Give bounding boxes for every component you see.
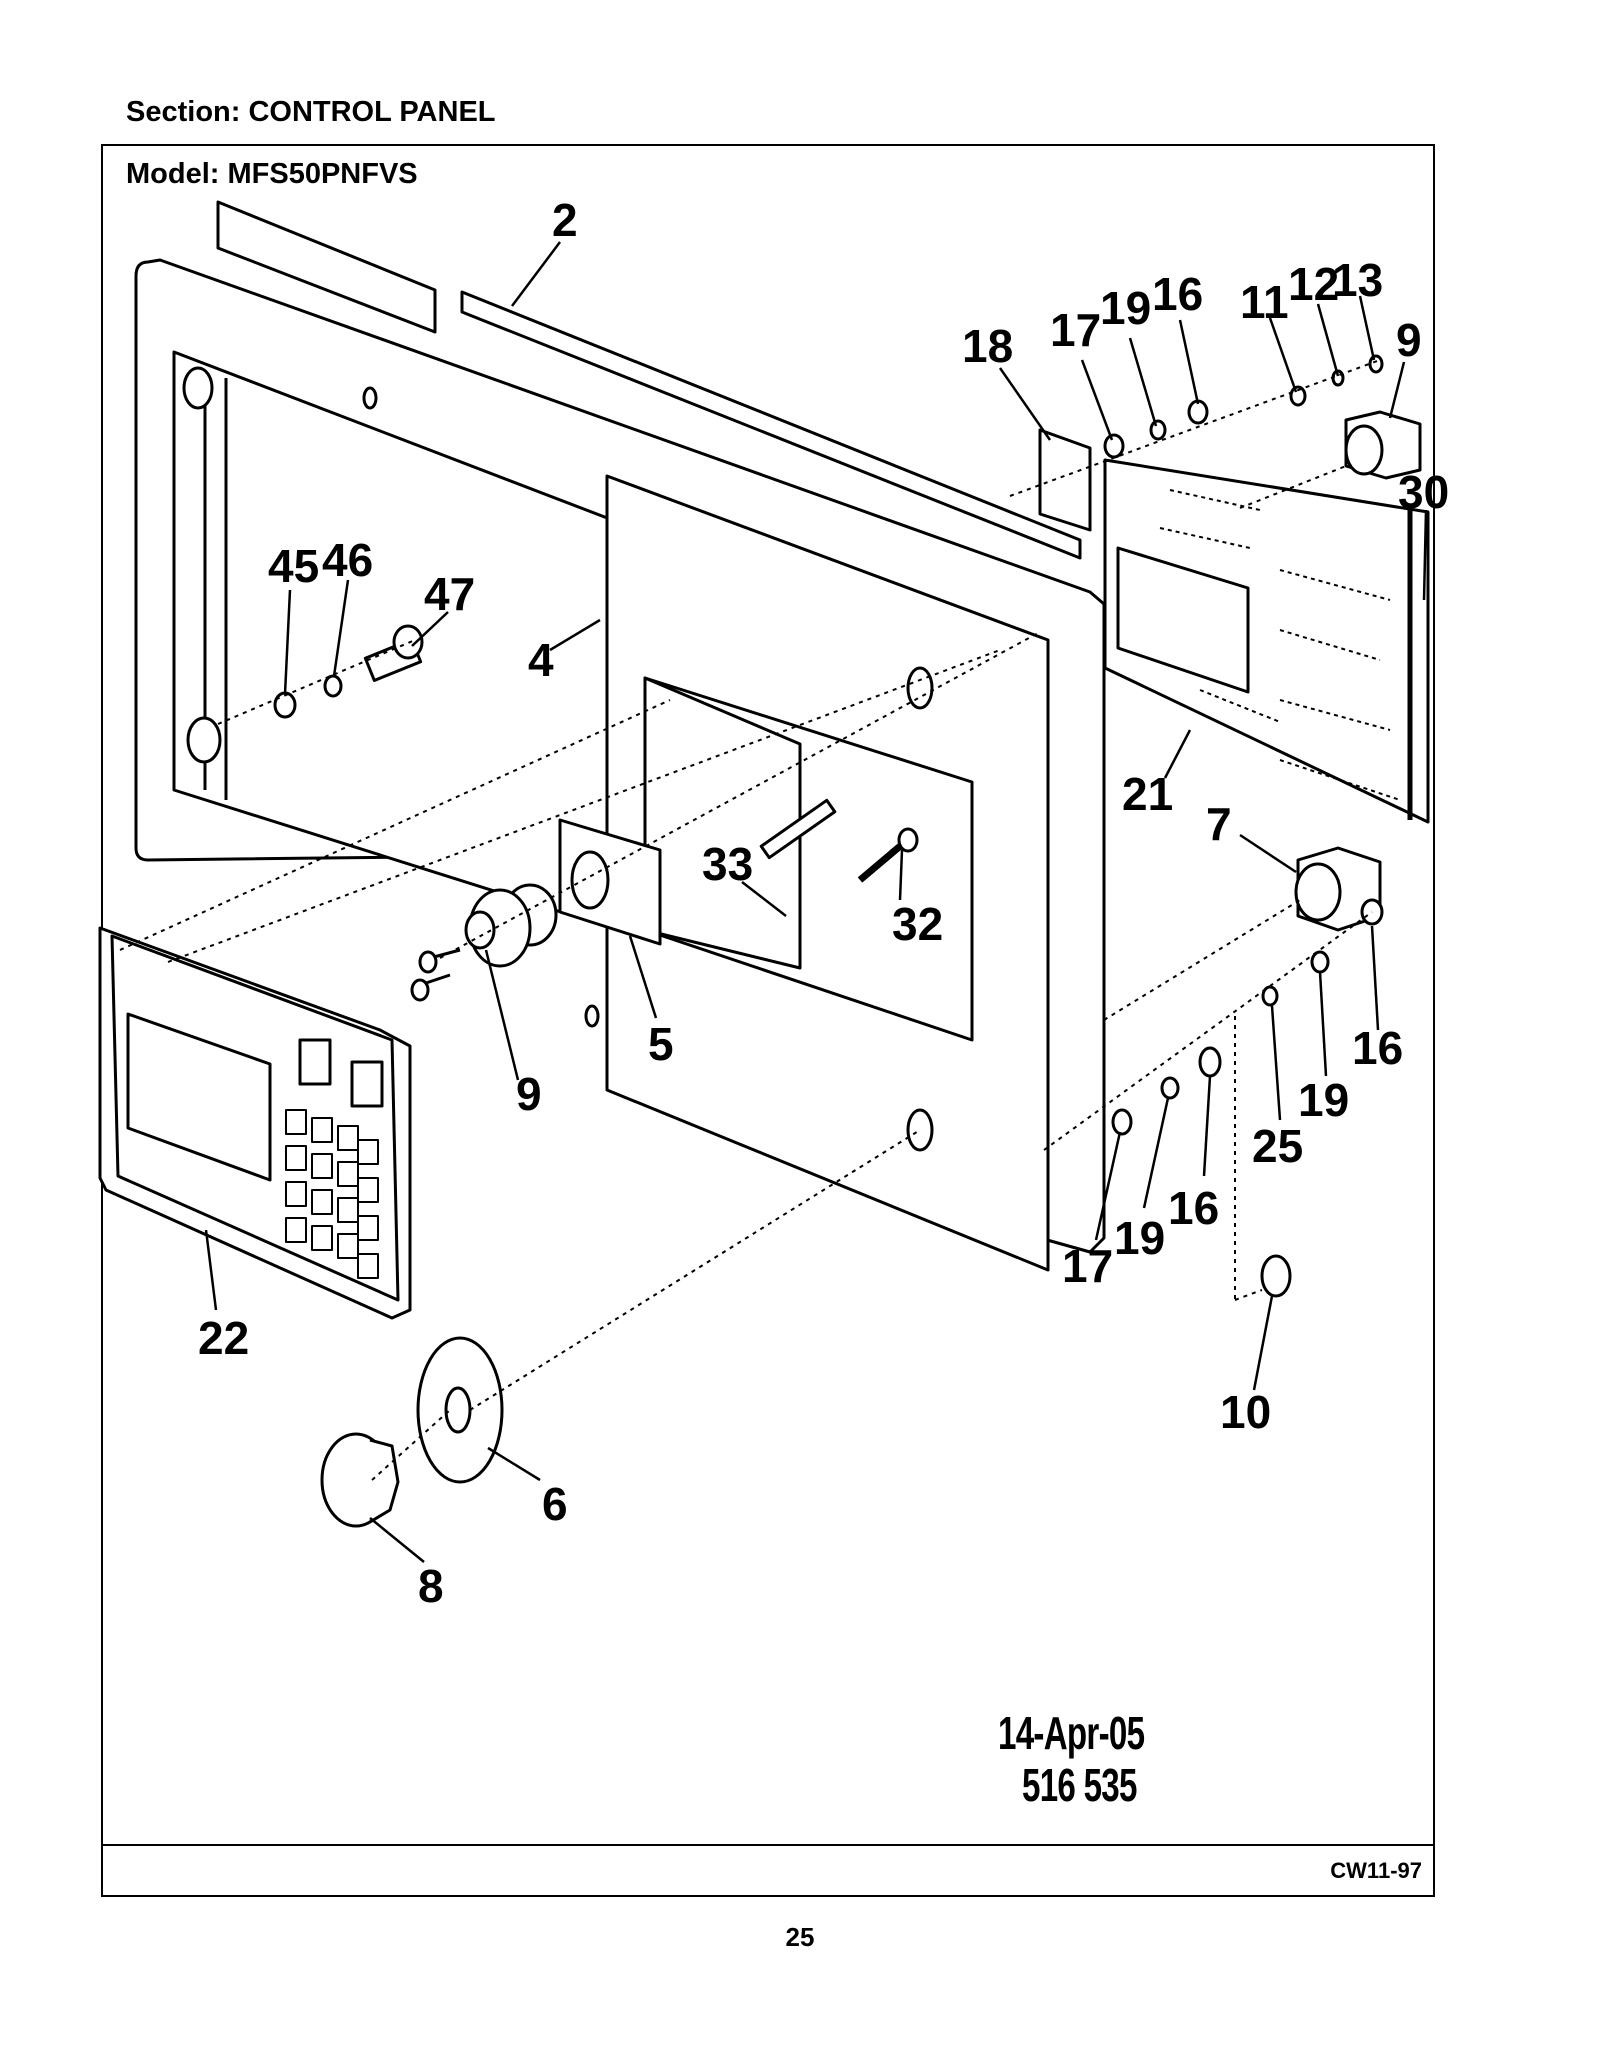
assembly-lines bbox=[119, 359, 1381, 1481]
callout-16-lower: 16 bbox=[1168, 1182, 1219, 1234]
relay-7 bbox=[1294, 846, 1382, 932]
frame-hole-lower bbox=[584, 1004, 600, 1028]
callout-9-lower: 9 bbox=[516, 1068, 542, 1120]
relay-9 bbox=[1344, 410, 1422, 480]
section-title: Section: CONTROL PANEL bbox=[126, 96, 496, 128]
nut-13 bbox=[1368, 354, 1384, 374]
callout-19-right: 19 bbox=[1298, 1074, 1349, 1126]
callout-33: 33 bbox=[702, 838, 753, 890]
washer-17b bbox=[1111, 1108, 1133, 1136]
document-code: CW11-97 bbox=[1330, 1858, 1422, 1883]
callout-17-lower: 17 bbox=[1062, 1240, 1113, 1292]
pcb-components bbox=[1159, 489, 1401, 801]
panel-hole-upper bbox=[906, 666, 934, 710]
callout-19: 19 bbox=[1100, 282, 1151, 334]
callout-10: 10 bbox=[1220, 1386, 1271, 1438]
callout-17: 17 bbox=[1050, 304, 1101, 356]
callout-2: 2 bbox=[552, 194, 578, 246]
drawing-date: 14-Apr-05 bbox=[998, 1707, 1145, 1759]
callout-16: 16 bbox=[1152, 268, 1203, 320]
gasket-plate bbox=[558, 818, 662, 946]
circuit-board bbox=[1103, 458, 1430, 824]
callout-4: 4 bbox=[528, 634, 554, 686]
page-number: 25 bbox=[785, 1922, 815, 1952]
washer-19a bbox=[1149, 419, 1167, 441]
cap-10 bbox=[1260, 1254, 1292, 1298]
callout-6: 6 bbox=[542, 1478, 568, 1530]
standoff-bottom bbox=[186, 716, 222, 764]
callout-19-lower: 19 bbox=[1114, 1212, 1165, 1264]
callout-labels: 2 18 17 19 16 11 12 13 9 30 45 46 47 4 2… bbox=[198, 194, 1449, 1612]
callout-30: 30 bbox=[1398, 466, 1449, 518]
standoff-top bbox=[182, 366, 214, 410]
model-title: Model: MFS50PNFVS bbox=[126, 158, 418, 190]
display-module bbox=[1116, 546, 1250, 694]
callout-32: 32 bbox=[892, 898, 943, 950]
callout-22: 22 bbox=[198, 1312, 249, 1364]
nut-16a bbox=[1187, 399, 1209, 425]
washer-17a bbox=[1103, 433, 1125, 459]
callout-18: 18 bbox=[962, 320, 1013, 372]
washer-46 bbox=[323, 674, 343, 698]
callout-46: 46 bbox=[322, 534, 373, 586]
footer-divider bbox=[101, 1844, 1435, 1846]
callout-16-right: 16 bbox=[1352, 1022, 1403, 1074]
bracket-18 bbox=[1038, 428, 1092, 532]
callout-12: 12 bbox=[1288, 258, 1339, 310]
callout-11: 11 bbox=[1240, 276, 1289, 328]
frame-hole bbox=[362, 386, 378, 410]
callout-45: 45 bbox=[268, 540, 319, 592]
callout-9-upper: 9 bbox=[1396, 314, 1422, 366]
callout-8: 8 bbox=[418, 1560, 444, 1612]
callout-21: 21 bbox=[1122, 768, 1173, 820]
panel-hole-lower bbox=[906, 1108, 934, 1152]
callout-5: 5 bbox=[648, 1018, 674, 1070]
leader-lines bbox=[204, 241, 1428, 1563]
callout-13: 13 bbox=[1332, 254, 1383, 306]
keypad-overlay-22 bbox=[98, 926, 412, 1320]
part-32-bolt bbox=[857, 839, 908, 883]
callout-7: 7 bbox=[1206, 798, 1232, 850]
callout-47: 47 bbox=[424, 568, 475, 620]
back-plate-strip bbox=[460, 290, 1082, 560]
back-plate-part bbox=[216, 200, 437, 334]
washer-25 bbox=[1261, 985, 1279, 1007]
part-33-pin bbox=[759, 798, 837, 860]
callout-25: 25 bbox=[1252, 1120, 1303, 1172]
nut-16c bbox=[1198, 1046, 1222, 1078]
washer-45 bbox=[273, 691, 297, 719]
drawing-number: 516 535 bbox=[1022, 1759, 1137, 1811]
washer-19c bbox=[1160, 1076, 1180, 1100]
